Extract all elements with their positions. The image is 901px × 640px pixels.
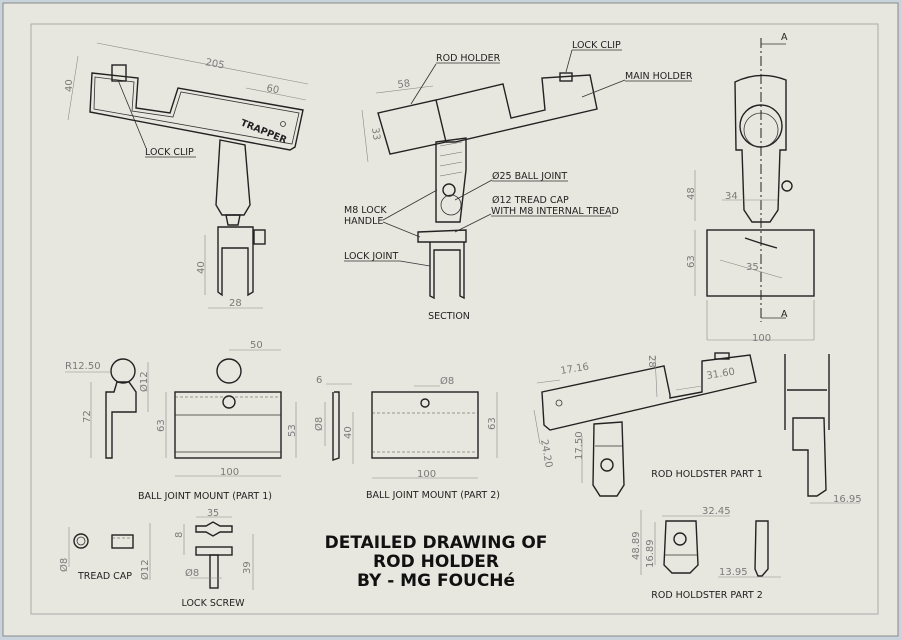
section-mark-top: A (781, 32, 788, 43)
label-lock-joint: LOCK JOINT (344, 251, 399, 262)
dim-height-side: 40 (343, 426, 354, 439)
dim-thickness: 6 (316, 375, 322, 386)
label-tread-cap-line2: WITH M8 INTERNAL TREAD (491, 206, 619, 217)
dim-upper-height: 48 (686, 187, 697, 200)
dim-height: 40 (64, 79, 75, 92)
dim-length: 39 (242, 561, 253, 574)
dim-width: 32.45 (702, 506, 731, 517)
dim-base-width: 100 (752, 333, 771, 344)
caption-section: SECTION (428, 311, 470, 322)
dim-shaft: Ø8 (185, 567, 199, 579)
view-section: 58 33 ROD HOLDER LOCK CLIP MAIN HOLDER Ø… (344, 40, 693, 322)
dim-outer: Ø12 (139, 559, 151, 580)
dim-a: 17.16 (560, 362, 590, 377)
caption-rod-holdster-2: ROD HOLDSTER PART 2 (651, 590, 763, 601)
dim-width: 100 (417, 469, 436, 480)
view-tread-cap: Ø8 Ø12 TREAD CAP (58, 523, 151, 582)
dim-radius: R12.50 (65, 361, 101, 372)
dim-ball-offset: 50 (250, 340, 263, 351)
dim-neck-width: 34 (725, 191, 738, 202)
dim-hole: 16.89 (645, 539, 656, 568)
view-lock-screw: 35 8 Ø8 39 LOCK SCREW (174, 508, 254, 609)
dim-b: 28 (646, 355, 657, 368)
dim-base-height: 63 (686, 255, 697, 268)
dim-side: 13.95 (719, 567, 748, 578)
dim-handle: 35 (207, 508, 219, 519)
caption-ball-joint-mount-1: BALL JOINT MOUNT (PART 1) (138, 491, 272, 502)
caption-tread-cap: TREAD CAP (77, 571, 132, 582)
dim-mount-height: 40 (196, 261, 207, 274)
label-lock-clip: LOCK CLIP (572, 40, 621, 51)
dim-hole: Ø8 (440, 375, 454, 387)
view-rod-holdster-1: 17.16 28 31.60 24.20 17.50 16.95 ROD HOL… (533, 352, 862, 505)
view-ball-joint-mount-2: 6 Ø8 40 Ø8 63 100 BALL JOINT MOUNT (PART… (313, 375, 500, 501)
dim-hole-side: Ø8 (313, 417, 325, 431)
view-side: A A 48 34 63 35 100 (686, 32, 815, 344)
drawing-frame (30, 23, 879, 615)
label-tread-cap-line1: Ø12 TREAD CAP (492, 195, 569, 206)
view-ball-joint-mount-1: R12.50 Ø12 72 50 63 53 100 BALL JOINT MO… (65, 340, 298, 502)
title-line-3: BY - MG FOUCHé (357, 571, 515, 591)
dim-mount-width: 28 (229, 298, 242, 309)
label-lock-handle-line2: HANDLE (344, 216, 383, 227)
dim-handle-length: 35 (746, 262, 759, 273)
dim-inner: Ø8 (58, 558, 70, 572)
dim-clip-offset: 60 (265, 83, 280, 96)
title-line-1: DETAILED DRAWING OF (325, 533, 548, 553)
dim-head: 8 (174, 532, 185, 538)
title-line-2: ROD HOLDER (373, 552, 499, 572)
dim-rod-width: 58 (397, 78, 411, 91)
title-block: DETAILED DRAWING OF ROD HOLDER BY - MG F… (325, 533, 548, 591)
lock-knob (253, 229, 266, 245)
dim-length: 205 (204, 57, 225, 71)
label-lock-handle-line1: M8 LOCK (344, 205, 387, 216)
dim-width: 100 (220, 467, 239, 478)
label-ball-joint: Ø25 BALL JOINT (492, 171, 567, 182)
dim-height: 63 (487, 417, 498, 430)
dim-neck-dia: Ø12 (138, 371, 150, 392)
label-main-holder: MAIN HOLDER (625, 71, 693, 82)
section-mark-bottom: A (781, 309, 788, 320)
dim-c: 31.60 (706, 367, 736, 382)
lock-clip-part (559, 72, 573, 82)
caption-rod-holdster-1: ROD HOLDSTER PART 1 (651, 469, 763, 480)
caption-ball-joint-mount-2: BALL JOINT MOUNT (PART 2) (366, 490, 500, 501)
label-rod-holder: ROD HOLDER (436, 53, 501, 64)
view-rod-holdster-2: 32.45 48.89 16.89 13.95 ROD HOLDSTER PAR… (631, 506, 781, 601)
dim-e: 17.50 (574, 431, 585, 460)
dim-height: 48.89 (631, 531, 642, 560)
dim-plate-height: 63 (156, 419, 167, 432)
lock-clip-part (111, 64, 127, 82)
dim-d: 24.20 (538, 439, 554, 469)
dim-height: 72 (82, 410, 93, 423)
label-lock-clip: LOCK CLIP (145, 147, 194, 158)
caption-lock-screw: LOCK SCREW (182, 598, 246, 609)
dim-inner-height: 53 (287, 424, 298, 437)
dim-f: 16.95 (833, 494, 862, 505)
dim-rod-height: 33 (369, 127, 382, 141)
